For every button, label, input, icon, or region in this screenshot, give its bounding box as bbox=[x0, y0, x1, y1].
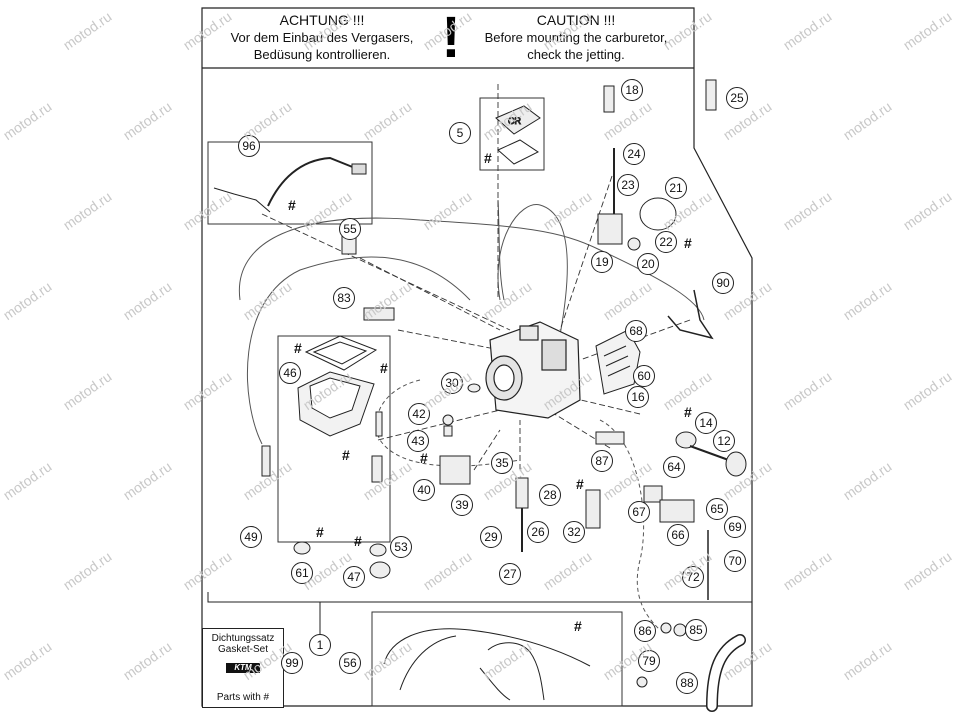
top-cap: CR bbox=[495, 105, 541, 135]
callout-20: 20 bbox=[637, 253, 659, 275]
callout-66: 66 bbox=[667, 524, 689, 546]
gasket-set-legend: Dichtungssatz Gasket-Set KTM Parts with … bbox=[202, 628, 284, 708]
hash-mark: # bbox=[354, 533, 362, 549]
callout-86: 86 bbox=[634, 620, 656, 642]
callout-68: 68 bbox=[625, 320, 647, 342]
hash-mark: # bbox=[294, 340, 302, 356]
callout-29: 29 bbox=[480, 526, 502, 548]
callout-67: 67 bbox=[628, 501, 650, 523]
float-bowl-gasket bbox=[304, 335, 378, 371]
callout-70: 70 bbox=[724, 550, 746, 572]
exclamation-icon: ! bbox=[441, 5, 461, 70]
callout-99: 99 bbox=[281, 652, 303, 674]
warning-english-line1: Before mounting the carburetor, bbox=[484, 30, 668, 45]
callout-61: 61 bbox=[291, 562, 313, 584]
callout-55: 55 bbox=[339, 218, 361, 240]
callout-42: 42 bbox=[408, 403, 430, 425]
callout-24: 24 bbox=[623, 143, 645, 165]
hash-mark: # bbox=[684, 404, 692, 420]
callout-90: 90 bbox=[712, 272, 734, 294]
ktm-logo: KTM bbox=[226, 663, 260, 673]
callout-1: 1 bbox=[309, 634, 331, 656]
callout-49: 49 bbox=[240, 526, 262, 548]
callout-72: 72 bbox=[682, 566, 704, 588]
callout-35: 35 bbox=[491, 452, 513, 474]
hash-mark: # bbox=[574, 618, 582, 634]
callout-96: 96 bbox=[238, 135, 260, 157]
callout-87: 87 bbox=[591, 450, 613, 472]
hash-mark: # bbox=[576, 476, 584, 492]
float-bowl bbox=[297, 371, 375, 437]
callout-40: 40 bbox=[413, 479, 435, 501]
callout-28: 28 bbox=[539, 484, 561, 506]
callout-43: 43 bbox=[407, 430, 429, 452]
callout-79: 79 bbox=[638, 650, 660, 672]
callout-88: 88 bbox=[676, 672, 698, 694]
hash-mark: # bbox=[288, 197, 296, 213]
top-cap-gasket bbox=[497, 139, 539, 165]
callout-22: 22 bbox=[655, 231, 677, 253]
gasket-kit-bracket bbox=[207, 592, 752, 603]
float-chamber-cap-box bbox=[479, 97, 545, 171]
callout-53: 53 bbox=[390, 536, 412, 558]
gasket-set-english: Gasket-Set bbox=[217, 644, 269, 655]
svg-text:CR: CR bbox=[508, 116, 521, 126]
callout-65: 65 bbox=[706, 498, 728, 520]
warning-german-line2: Bedüsung kontrollieren. bbox=[253, 47, 391, 62]
hash-mark: # bbox=[684, 235, 692, 251]
hash-mark: # bbox=[484, 150, 492, 166]
cable-90 bbox=[667, 289, 714, 340]
hash-mark: # bbox=[342, 447, 350, 463]
callout-16: 16 bbox=[627, 386, 649, 408]
vent-hose-kit-box bbox=[371, 611, 623, 707]
callout-64: 64 bbox=[663, 456, 685, 478]
callout-69: 69 bbox=[724, 516, 746, 538]
float-bowl-kit-box bbox=[277, 335, 391, 543]
callout-14: 14 bbox=[695, 412, 717, 434]
diagram-frame bbox=[201, 7, 753, 707]
warning-german-title: ACHTUNG !!! bbox=[279, 12, 365, 28]
gasket-set-german: Dichtungssatz bbox=[211, 633, 275, 644]
warning-german-line1: Vor dem Einbau des Vergasers, bbox=[230, 30, 414, 45]
carburetor-body bbox=[485, 321, 581, 419]
callout-56: 56 bbox=[339, 652, 361, 674]
callout-39: 39 bbox=[451, 494, 473, 516]
callout-47: 47 bbox=[343, 566, 365, 588]
callout-26: 26 bbox=[527, 521, 549, 543]
callout-60: 60 bbox=[633, 365, 655, 387]
hash-mark: # bbox=[420, 450, 428, 466]
warning-english-title: CAUTION !!! bbox=[536, 12, 616, 28]
callout-27: 27 bbox=[499, 563, 521, 585]
hash-mark: # bbox=[316, 524, 324, 540]
callout-12: 12 bbox=[713, 430, 735, 452]
callout-5: 5 bbox=[449, 122, 471, 144]
callout-25: 25 bbox=[726, 87, 748, 109]
callout-18: 18 bbox=[621, 79, 643, 101]
callout-85: 85 bbox=[685, 619, 707, 641]
throttle-pulley-12 bbox=[675, 431, 747, 477]
callout-32: 32 bbox=[563, 521, 585, 543]
warning-english-line2: check the jetting. bbox=[527, 47, 625, 62]
callout-21: 21 bbox=[665, 177, 687, 199]
warning-german: ACHTUNG !!! Vor dem Einbau des Vergasers… bbox=[212, 12, 432, 63]
cable-96 bbox=[267, 156, 361, 207]
parts-with-hash: Parts with # bbox=[216, 692, 270, 703]
throttle-cable-kit-box bbox=[207, 141, 373, 225]
callout-19: 19 bbox=[591, 251, 613, 273]
callout-46: 46 bbox=[279, 362, 301, 384]
hash-mark: # bbox=[380, 360, 388, 376]
callout-83: 83 bbox=[333, 287, 355, 309]
warning-english: CAUTION !!! Before mounting the carburet… bbox=[466, 12, 686, 63]
callout-30: 30 bbox=[441, 372, 463, 394]
callout-23: 23 bbox=[617, 174, 639, 196]
